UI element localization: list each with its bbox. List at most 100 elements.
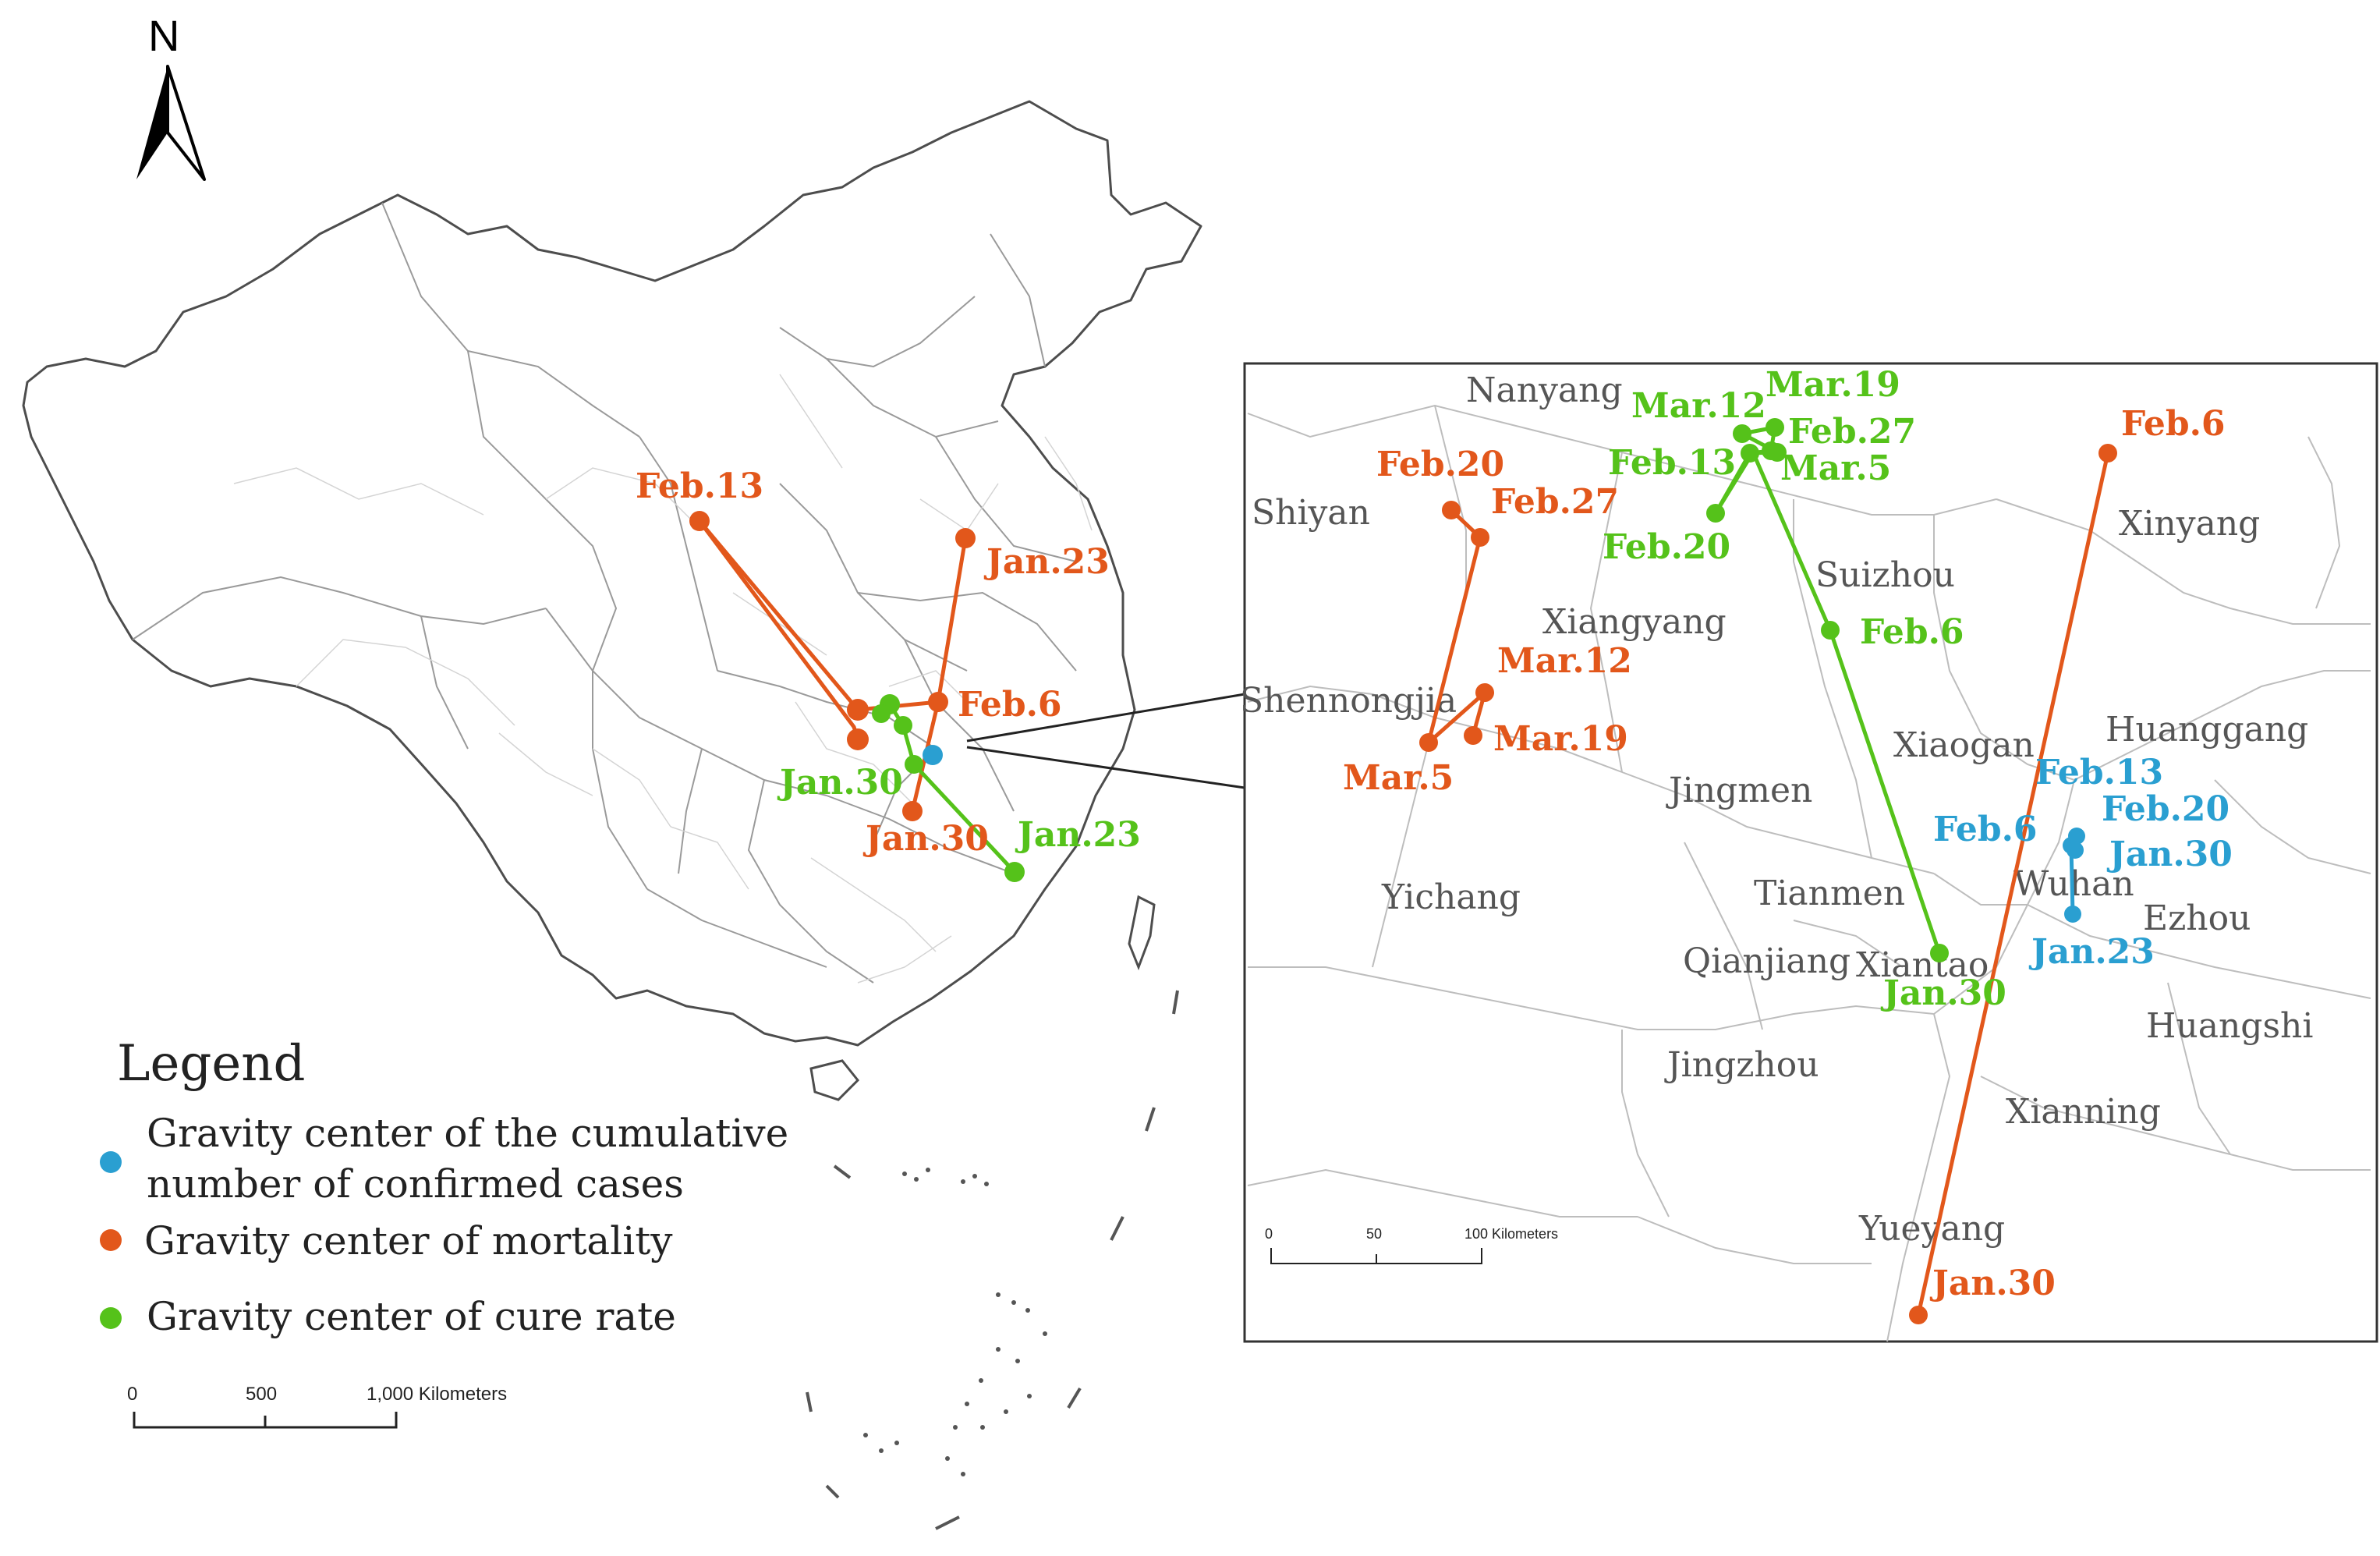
inset-cases-point xyxy=(2064,906,2081,923)
inset-cure-point xyxy=(1821,621,1840,640)
place-label: Yichang xyxy=(1381,877,1521,917)
inset-mortality-point xyxy=(1442,501,1461,519)
inset-mortality-point xyxy=(1909,1306,1928,1324)
place-label: Jingzhou xyxy=(1664,1045,1819,1085)
place-label: Xinyang xyxy=(2119,504,2260,544)
place-label: Xiantao xyxy=(1856,945,1989,985)
main-cure-track xyxy=(887,703,1016,874)
legend-cases-label: Gravity center of the cumulative xyxy=(147,1111,788,1156)
place-label: Qianjiang xyxy=(1683,941,1851,981)
inset-frame xyxy=(1243,362,2378,1343)
inset-label-cure: Jan.30 xyxy=(1880,973,2006,1013)
main-cure-point xyxy=(872,704,891,723)
main-cure-point xyxy=(905,755,923,774)
inset-label-cure: Feb.6 xyxy=(1860,612,1964,652)
place-label: Xianning xyxy=(2006,1092,2161,1132)
inset-label-cure: Feb.13 xyxy=(1608,443,1736,483)
china-outline xyxy=(22,100,1202,1047)
islands xyxy=(809,895,1156,1101)
main-label-cure: Jan.23 xyxy=(1015,815,1141,855)
place-label: Tianmen xyxy=(1754,874,1905,913)
legend-title: Legend xyxy=(117,1035,305,1093)
inset-label-mortality: Feb.6 xyxy=(2121,404,2226,444)
place-label: Shennongjia xyxy=(1240,681,1457,721)
inset-cure-point xyxy=(1768,443,1787,462)
legend-cure-marker xyxy=(100,1307,122,1329)
inset-label-cure: Feb.20 xyxy=(1603,527,1730,567)
place-label: Xiaogan xyxy=(1893,725,2035,765)
legend-cure-label: Gravity center of cure rate xyxy=(147,1294,676,1339)
main-label-mortality: Jan.30 xyxy=(862,819,989,859)
zoom-connector xyxy=(966,693,1245,789)
place-label: Suizhou xyxy=(1815,555,1955,595)
main-points xyxy=(689,511,1025,882)
main-cure-point xyxy=(894,716,912,735)
legend: Legend Gravity center of the cumulative … xyxy=(100,1035,788,1339)
main-mortality-point xyxy=(847,699,869,721)
main-scale-tick: 0 xyxy=(127,1384,137,1405)
inset-label-cases: Feb.13 xyxy=(2035,753,2163,792)
north-arrow: N xyxy=(136,11,206,181)
main-mortality-point xyxy=(689,511,710,531)
inset-boundaries xyxy=(1247,404,2371,1342)
legend-mortality-label: Gravity center of mortality xyxy=(144,1218,673,1264)
inset-cure-point xyxy=(1741,444,1759,463)
legend-cases-label-line2: number of confirmed cases xyxy=(147,1161,684,1207)
inset-label-cases: Jan.23 xyxy=(2028,932,2155,972)
inset-scale-tick: 0 xyxy=(1265,1226,1273,1242)
inset-cases-point xyxy=(2067,842,2084,859)
inset-label-cure: Feb.27 xyxy=(1788,412,1916,452)
inset-labels: Feb.20 Feb.27 Mar.12 Mar.19 Mar.5 Feb.6 … xyxy=(1343,365,2233,1303)
place-label: Huanggang xyxy=(2106,710,2308,750)
nine-dash-line xyxy=(806,990,1179,1530)
inset-label-cure: Mar.19 xyxy=(1766,365,1900,405)
inset-label-cases: Feb.6 xyxy=(1933,810,2038,849)
inset-label-cure: Mar.5 xyxy=(1780,448,1891,488)
place-label: Nanyang xyxy=(1466,370,1623,410)
inset-mortality-point xyxy=(1419,733,1438,752)
inset-label-mortality: Feb.20 xyxy=(1376,445,1504,484)
inset-label-mortality: Jan.30 xyxy=(1929,1264,2056,1303)
inset-cure-point xyxy=(1766,418,1784,437)
inset-label-cure: Mar.12 xyxy=(1631,386,1766,426)
main-mortality-point xyxy=(955,528,976,548)
inset-scale-tick: 100 Kilometers xyxy=(1464,1226,1558,1242)
inset-mortality-point xyxy=(2098,444,2117,463)
inset-cure-point xyxy=(1930,944,1949,962)
main-label-mortality: Jan.23 xyxy=(983,542,1110,582)
inset-cure-track xyxy=(1713,425,1942,954)
north-label: N xyxy=(148,11,179,60)
place-label: Huangshi xyxy=(2146,1006,2313,1046)
inset-mortality-point xyxy=(1471,528,1489,547)
main-scale-tick: 500 xyxy=(246,1384,277,1405)
inset-scale-tick: 50 xyxy=(1366,1226,1382,1242)
main-scale-bar: 0 500 1,000 Kilometers xyxy=(127,1384,507,1429)
prefecture-boundaries xyxy=(233,374,1093,984)
main-mortality-point xyxy=(847,728,869,750)
place-label: Shiyan xyxy=(1252,493,1370,533)
place-label: Jingmen xyxy=(1666,771,1812,810)
province-boundaries xyxy=(132,202,1077,984)
main-cure-point xyxy=(1004,862,1025,882)
inset-scale-bar: 0 50 100 Kilometers xyxy=(1265,1226,1558,1264)
inset-label-mortality: Mar.19 xyxy=(1493,719,1628,759)
main-label-cure: Jan.30 xyxy=(777,763,903,803)
main-labels: Feb.13 Jan.23 Feb.6 Jan.30 Jan.30 Jan.23 xyxy=(636,466,1141,859)
inset-label-mortality: Mar.5 xyxy=(1343,758,1454,798)
inset-points xyxy=(1419,418,2117,1324)
inset-mortality-point xyxy=(1475,683,1494,702)
inset-label-mortality: Mar.12 xyxy=(1497,641,1632,681)
north-arrow-right-icon xyxy=(166,65,206,181)
inset-cure-point xyxy=(1706,504,1725,523)
place-label: Xiangyang xyxy=(1542,602,1727,642)
inset-label-mortality: Feb.27 xyxy=(1491,482,1619,522)
main-label-mortality: Feb.6 xyxy=(958,685,1062,725)
north-arrow-icon xyxy=(136,66,168,179)
inset-label-cases: Jan.30 xyxy=(2106,835,2233,874)
scattered-islets xyxy=(863,1168,1047,1476)
legend-mortality-marker xyxy=(100,1229,122,1251)
inset-map: Nanyang Shiyan Xiangyang Suizhou Xinyang… xyxy=(1240,362,2378,1343)
main-scale-tick: 1,000 Kilometers xyxy=(367,1384,507,1405)
inset-mortality-point xyxy=(1464,726,1482,745)
